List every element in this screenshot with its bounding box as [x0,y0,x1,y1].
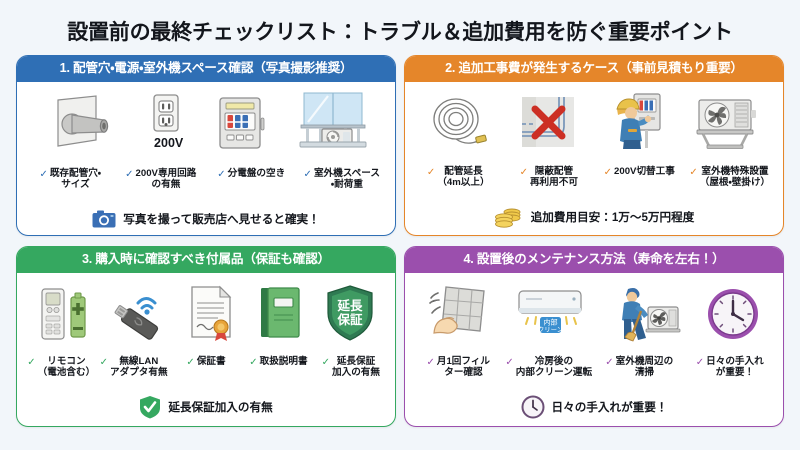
check-icon: ✓ [249,356,258,368]
card-4-maintenance: 4. 設置後のメンテナンス方法（寿命を左右！） [404,246,784,427]
clock-icon [521,395,545,419]
wall-mounted-outdoor-unit-icon [693,96,759,150]
extended-warranty-shield-icon: 延長 保証 [326,284,374,341]
check-icon: ✓ [426,166,436,178]
card-3-icon-row: 延長 保証 [25,279,387,341]
card-1-item-3: ✓ 分電盤の空き [217,167,286,180]
card-2-header: 2. 追加工事費が発生するケース（事前見積もり重要） [405,56,783,82]
filter-cleaning-hand-icon [428,285,490,341]
check-icon: ✓ [689,166,698,178]
card-3-body: 延長 保証 ✓ リモコン （電池含む） ✓ 無線LAN アダプタ有無 [17,273,395,426]
check-icon: ✓ [321,356,331,368]
balcony-outdoor-unit-icon [298,92,368,150]
coiled-pipe-icon [429,94,491,150]
pipe-sleeve-hole-icon [44,94,116,150]
card-3-footer-text: 延長保証加入の有無 [168,401,273,414]
card-2-footer-text: 追加費用目安：1万〜5万円程度 [530,211,695,224]
concealed-pipe-blocked-icon [520,96,576,150]
card-4-item-1: ✓ 月1回フィル ター確認 [426,355,490,379]
card-4-body: 内部 クリーン [405,273,783,426]
check-icon: ✓ [695,356,705,368]
svg-text:クリーン: クリーン [538,325,563,333]
card-2-item-1: ✓ 配管延長 （4m以上） [426,165,490,189]
warranty-certificate-icon [188,285,234,341]
card-2-item-4: ✓ 室外機特殊設置 （屋根・壁掛け） [689,165,771,189]
wireless-lan-adapter-icon [112,287,166,341]
card-4-item-4: ✓ 日々の手入れ が重要！ [695,355,764,379]
camera-icon [92,210,116,228]
cards-grid: 1. 配管穴・電源・室外機スペース確認（写真撮影推奨） [0,55,800,437]
indoor-unit-clean-mode-icon: 内部 クリーン [516,287,584,341]
check-icon: ✓ [217,168,226,180]
remote-control-battery-icon [38,287,90,341]
200v-outlet-icon: 200V [149,94,183,150]
card-2-labels: ✓ 配管延長 （4m以上） ✓ 隠蔽配管 再利用不可 ✓ 200V切替工事 ✓ … [413,163,775,189]
card-1-item-1: ✓ 既存配管穴・ サイズ [39,167,102,191]
check-icon: ✓ [186,356,195,368]
card-3-item-2: ✓ 無線LAN アダプタ有無 [99,355,168,379]
clock-icon [706,287,760,341]
card-4-labels: ✓ 月1回フィル ター確認 ✓ 冷房後の 内部クリーン運転 ✓ 室外機周辺の 清… [413,353,775,379]
check-icon: ✓ [605,356,614,368]
card-1-icon-row: 200V [25,88,387,150]
card-2-footer: 追加費用目安：1万〜5万円程度 [413,202,775,228]
card-2-item-3: ✓ 200V切替工事 [603,165,675,178]
card-3-item-3: ✓ 保証書 [186,355,226,368]
outdoor-unit-sweeping-icon [610,283,681,342]
card-3-item-1: ✓ リモコン （電池含む） [27,355,96,379]
check-icon: ✓ [27,356,36,368]
card-1-item-4: ✓ 室外機スペース ・耐荷重 [303,167,380,191]
card-4-footer: 日々の手入れが重要！ [413,391,775,419]
card-3-labels: ✓ リモコン （電池含む） ✓ 無線LAN アダプタ有無 ✓ 保証書 ✓ 取扱説… [25,353,387,379]
page-title: 設置前の最終チェックリスト：トラブル＆追加費用を防ぐ重要ポイント [67,21,733,44]
200v-caption: 200V [154,136,184,151]
breaker-panel-icon [217,96,265,150]
card-4-item-3: ✓ 室外機周辺の 清掃 [605,355,674,379]
check-icon: ✓ [519,166,528,178]
svg-text:延長: 延長 [336,298,363,313]
card-3-header: 3. 購入時に確認すべき付属品（保証も確認） [17,247,395,273]
coins-icon [494,208,521,228]
check-icon: ✓ [505,356,514,368]
card-1-header: 1. 配管穴・電源・室外機スペース確認（写真撮影推奨） [17,56,395,82]
check-icon: ✓ [125,168,134,180]
check-icon: ✓ [99,356,109,368]
card-3-footer: 延長保証加入の有無 [25,391,387,419]
check-icon: ✓ [39,168,48,180]
card-3-item-5: ✓ 延長保証 加入の有無 [321,355,380,379]
check-icon: ✓ [303,168,312,180]
card-1-footer-text: 写真を撮って販売店へ見せると確実！ [123,213,320,226]
card-2-body: ✓ 配管延長 （4m以上） ✓ 隠蔽配管 再利用不可 ✓ 200V切替工事 ✓ … [405,82,783,235]
card-2-icon-row [413,88,775,150]
card-4-item-2: ✓ 冷房後の 内部クリーン運転 [505,355,593,379]
card-3-accessories-check: 3. 購入時に確認すべき付属品（保証も確認） [16,246,396,427]
check-shield-icon [140,396,161,419]
card-3-item-4: ✓ 取扱説明書 [249,355,308,368]
card-1-installation-check: 1. 配管穴・電源・室外機スペース確認（写真撮影推奨） [16,55,396,236]
instruction-manual-icon [256,285,304,341]
card-1-body: 200V [17,82,395,235]
card-1-labels: ✓ 既存配管穴・ サイズ ✓ 200V専用回路 の有無 ✓ 分電盤の空き ✓ 室… [25,165,387,191]
card-1-footer: 写真を撮って販売店へ見せると確実！ [25,206,387,228]
electrician-breaker-work-icon [604,92,664,150]
svg-text:保証: 保証 [336,312,363,327]
card-4-icon-row: 内部 クリーン [413,279,775,342]
check-icon: ✓ [603,166,613,178]
check-icon: ✓ [426,356,435,368]
card-2-item-2: ✓ 隠蔽配管 再利用不可 [519,165,578,189]
svg-text:内部: 内部 [544,317,558,326]
card-2-extra-cost-cases: 2. 追加工事費が発生するケース（事前見積もり重要） [404,55,784,236]
card-1-item-2: ✓ 200V専用回路 の有無 [125,167,197,191]
card-4-header: 4. 設置後のメンテナンス方法（寿命を左右！） [405,247,783,273]
card-4-footer-text: 日々の手入れが重要！ [551,401,668,414]
